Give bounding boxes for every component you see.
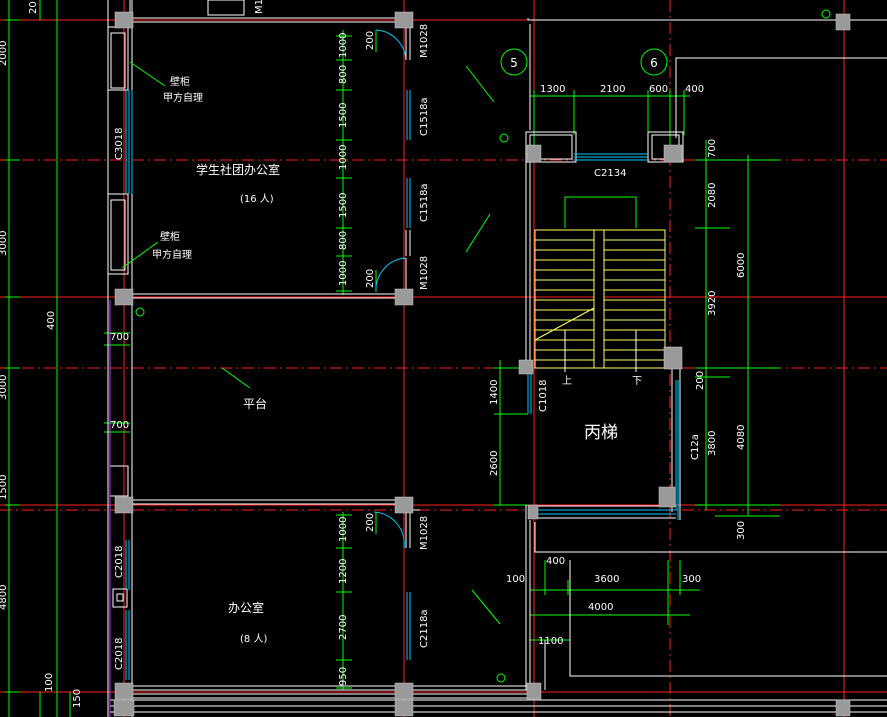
window-label-c2118a: C2118a: [419, 609, 430, 648]
svg-text:1000: 1000: [338, 33, 349, 58]
svg-text:600: 600: [649, 84, 668, 95]
svg-text:3600: 3600: [594, 574, 619, 585]
window-label-c2018-1: C2018: [114, 546, 125, 578]
stair-treads: [534, 229, 666, 372]
svg-text:300: 300: [736, 521, 747, 540]
door-label-m10-top: M10: [254, 0, 265, 14]
ref-symbols: [135, 9, 831, 683]
svg-text:3000: 3000: [0, 231, 9, 256]
svg-text:300: 300: [682, 574, 701, 585]
svg-text:100: 100: [506, 574, 525, 585]
svg-text:700: 700: [110, 332, 129, 343]
svg-text:800: 800: [338, 231, 349, 250]
window-label-c2134: C2134: [594, 168, 626, 179]
svg-text:700: 700: [110, 420, 129, 431]
door-label-m1028-a: M1028: [419, 24, 430, 58]
grid-bubble-6: 6: [640, 48, 668, 76]
stair-up-label: 上: [562, 375, 572, 387]
room-label-stair: 丙梯: [584, 423, 618, 443]
svg-text:700: 700: [707, 139, 718, 158]
svg-text:400: 400: [46, 311, 57, 330]
svg-text:1500: 1500: [338, 103, 349, 128]
window-label-c2018-2: C2018: [114, 638, 125, 670]
columns: [113, 11, 851, 717]
svg-text:2000: 2000: [0, 41, 9, 66]
room-capacity-office: (8 人): [240, 633, 267, 645]
dimension-texts: 1300 2100 600 400 700 2080 3920 6000 200…: [0, 1, 747, 708]
svg-text:950: 950: [338, 667, 349, 686]
stair-down-label: 下: [632, 376, 642, 387]
window-label-c1018: C1018: [538, 380, 549, 412]
window-label-c12a: C12a: [690, 434, 701, 460]
svg-text:4080: 4080: [736, 425, 747, 450]
room-label-office: 办公室: [228, 600, 264, 615]
window-label-c1518a-2: C1518a: [419, 183, 430, 222]
room-label-platform: 平台: [243, 396, 267, 411]
svg-text:2080: 2080: [707, 183, 718, 208]
walls: [107, 0, 887, 717]
svg-text:200: 200: [365, 31, 376, 50]
svg-text:2700: 2700: [338, 615, 349, 640]
svg-text:1500: 1500: [338, 193, 349, 218]
room-label-student-office: 学生社团办公室: [196, 162, 280, 177]
svg-text:1300: 1300: [540, 84, 565, 95]
room-capacity-student-office: (16 人): [240, 193, 274, 205]
svg-text:4800: 4800: [0, 585, 9, 610]
svg-text:2100: 2100: [600, 84, 625, 95]
grid-bubble-5: 5: [500, 48, 528, 76]
svg-text:200: 200: [695, 371, 706, 390]
window-label-c3018: C3018: [114, 128, 125, 160]
svg-text:1500: 1500: [0, 475, 9, 500]
svg-text:5: 5: [510, 56, 518, 70]
svg-text:400: 400: [546, 556, 565, 567]
svg-text:400: 400: [685, 84, 704, 95]
svg-text:200: 200: [365, 269, 376, 288]
window-label-c1518a-1: C1518a: [419, 97, 430, 136]
svg-text:6000: 6000: [736, 253, 747, 278]
svg-text:1000: 1000: [338, 145, 349, 170]
svg-text:3000: 3000: [0, 375, 9, 400]
cabinet-note-1: 甲方自理: [163, 91, 203, 104]
svg-text:3920: 3920: [707, 291, 718, 316]
svg-text:20: 20: [28, 1, 39, 14]
svg-text:1200: 1200: [338, 559, 349, 584]
svg-text:150: 150: [72, 689, 83, 708]
cabinet-note-2: 甲方自理: [152, 248, 192, 261]
svg-text:1400: 1400: [489, 380, 500, 405]
door-label-m1028-b: M1028: [419, 256, 430, 290]
cabinet-label-2: 壁柜: [160, 230, 180, 243]
svg-text:1000: 1000: [338, 261, 349, 286]
svg-text:1000: 1000: [338, 517, 349, 542]
svg-text:200: 200: [365, 513, 376, 532]
doors: [373, 29, 407, 549]
annotation-arrows: [121, 61, 501, 625]
svg-text:800: 800: [338, 65, 349, 84]
svg-text:6: 6: [650, 56, 658, 70]
svg-text:100: 100: [44, 673, 55, 692]
door-label-m1028-c: M1028: [419, 516, 430, 550]
svg-text:4000: 4000: [588, 602, 613, 613]
svg-text:2600: 2600: [489, 451, 500, 476]
svg-text:1100: 1100: [538, 636, 563, 647]
cabinet-label-1: 壁柜: [170, 75, 190, 88]
svg-text:3800: 3800: [707, 431, 718, 456]
windows: [125, 90, 679, 680]
